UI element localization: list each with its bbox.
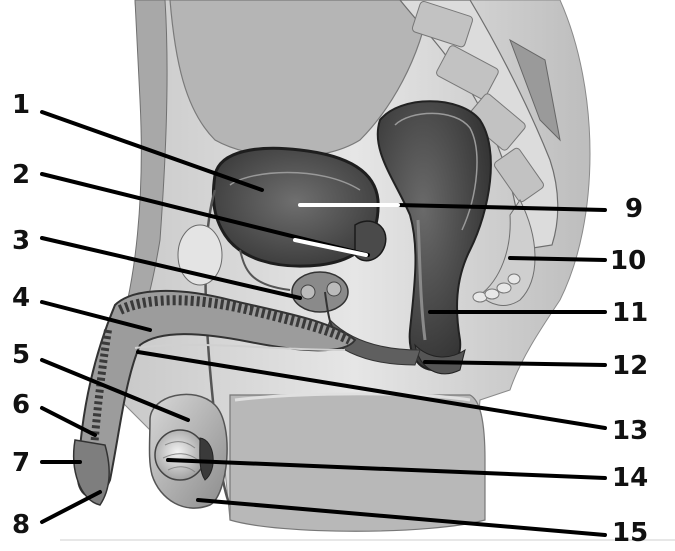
label-12: 12 [612,353,648,379]
label-7: 7 [12,450,30,476]
label-9: 9 [625,196,643,222]
label-15: 15 [612,520,648,546]
label-11: 11 [612,300,648,326]
label-8: 8 [12,512,30,538]
label-14: 14 [612,465,648,491]
label-5: 5 [12,342,30,368]
label-3: 3 [12,228,30,254]
label-1: 1 [12,92,30,118]
label-13: 13 [612,418,648,444]
testis [155,430,205,480]
leader-line-10 [510,258,605,260]
label-10: 10 [610,248,646,274]
leader-line-8 [42,492,100,522]
label-4: 4 [12,285,30,311]
label-2: 2 [12,162,30,188]
label-6: 6 [12,392,30,418]
urinary-bladder [213,148,378,266]
